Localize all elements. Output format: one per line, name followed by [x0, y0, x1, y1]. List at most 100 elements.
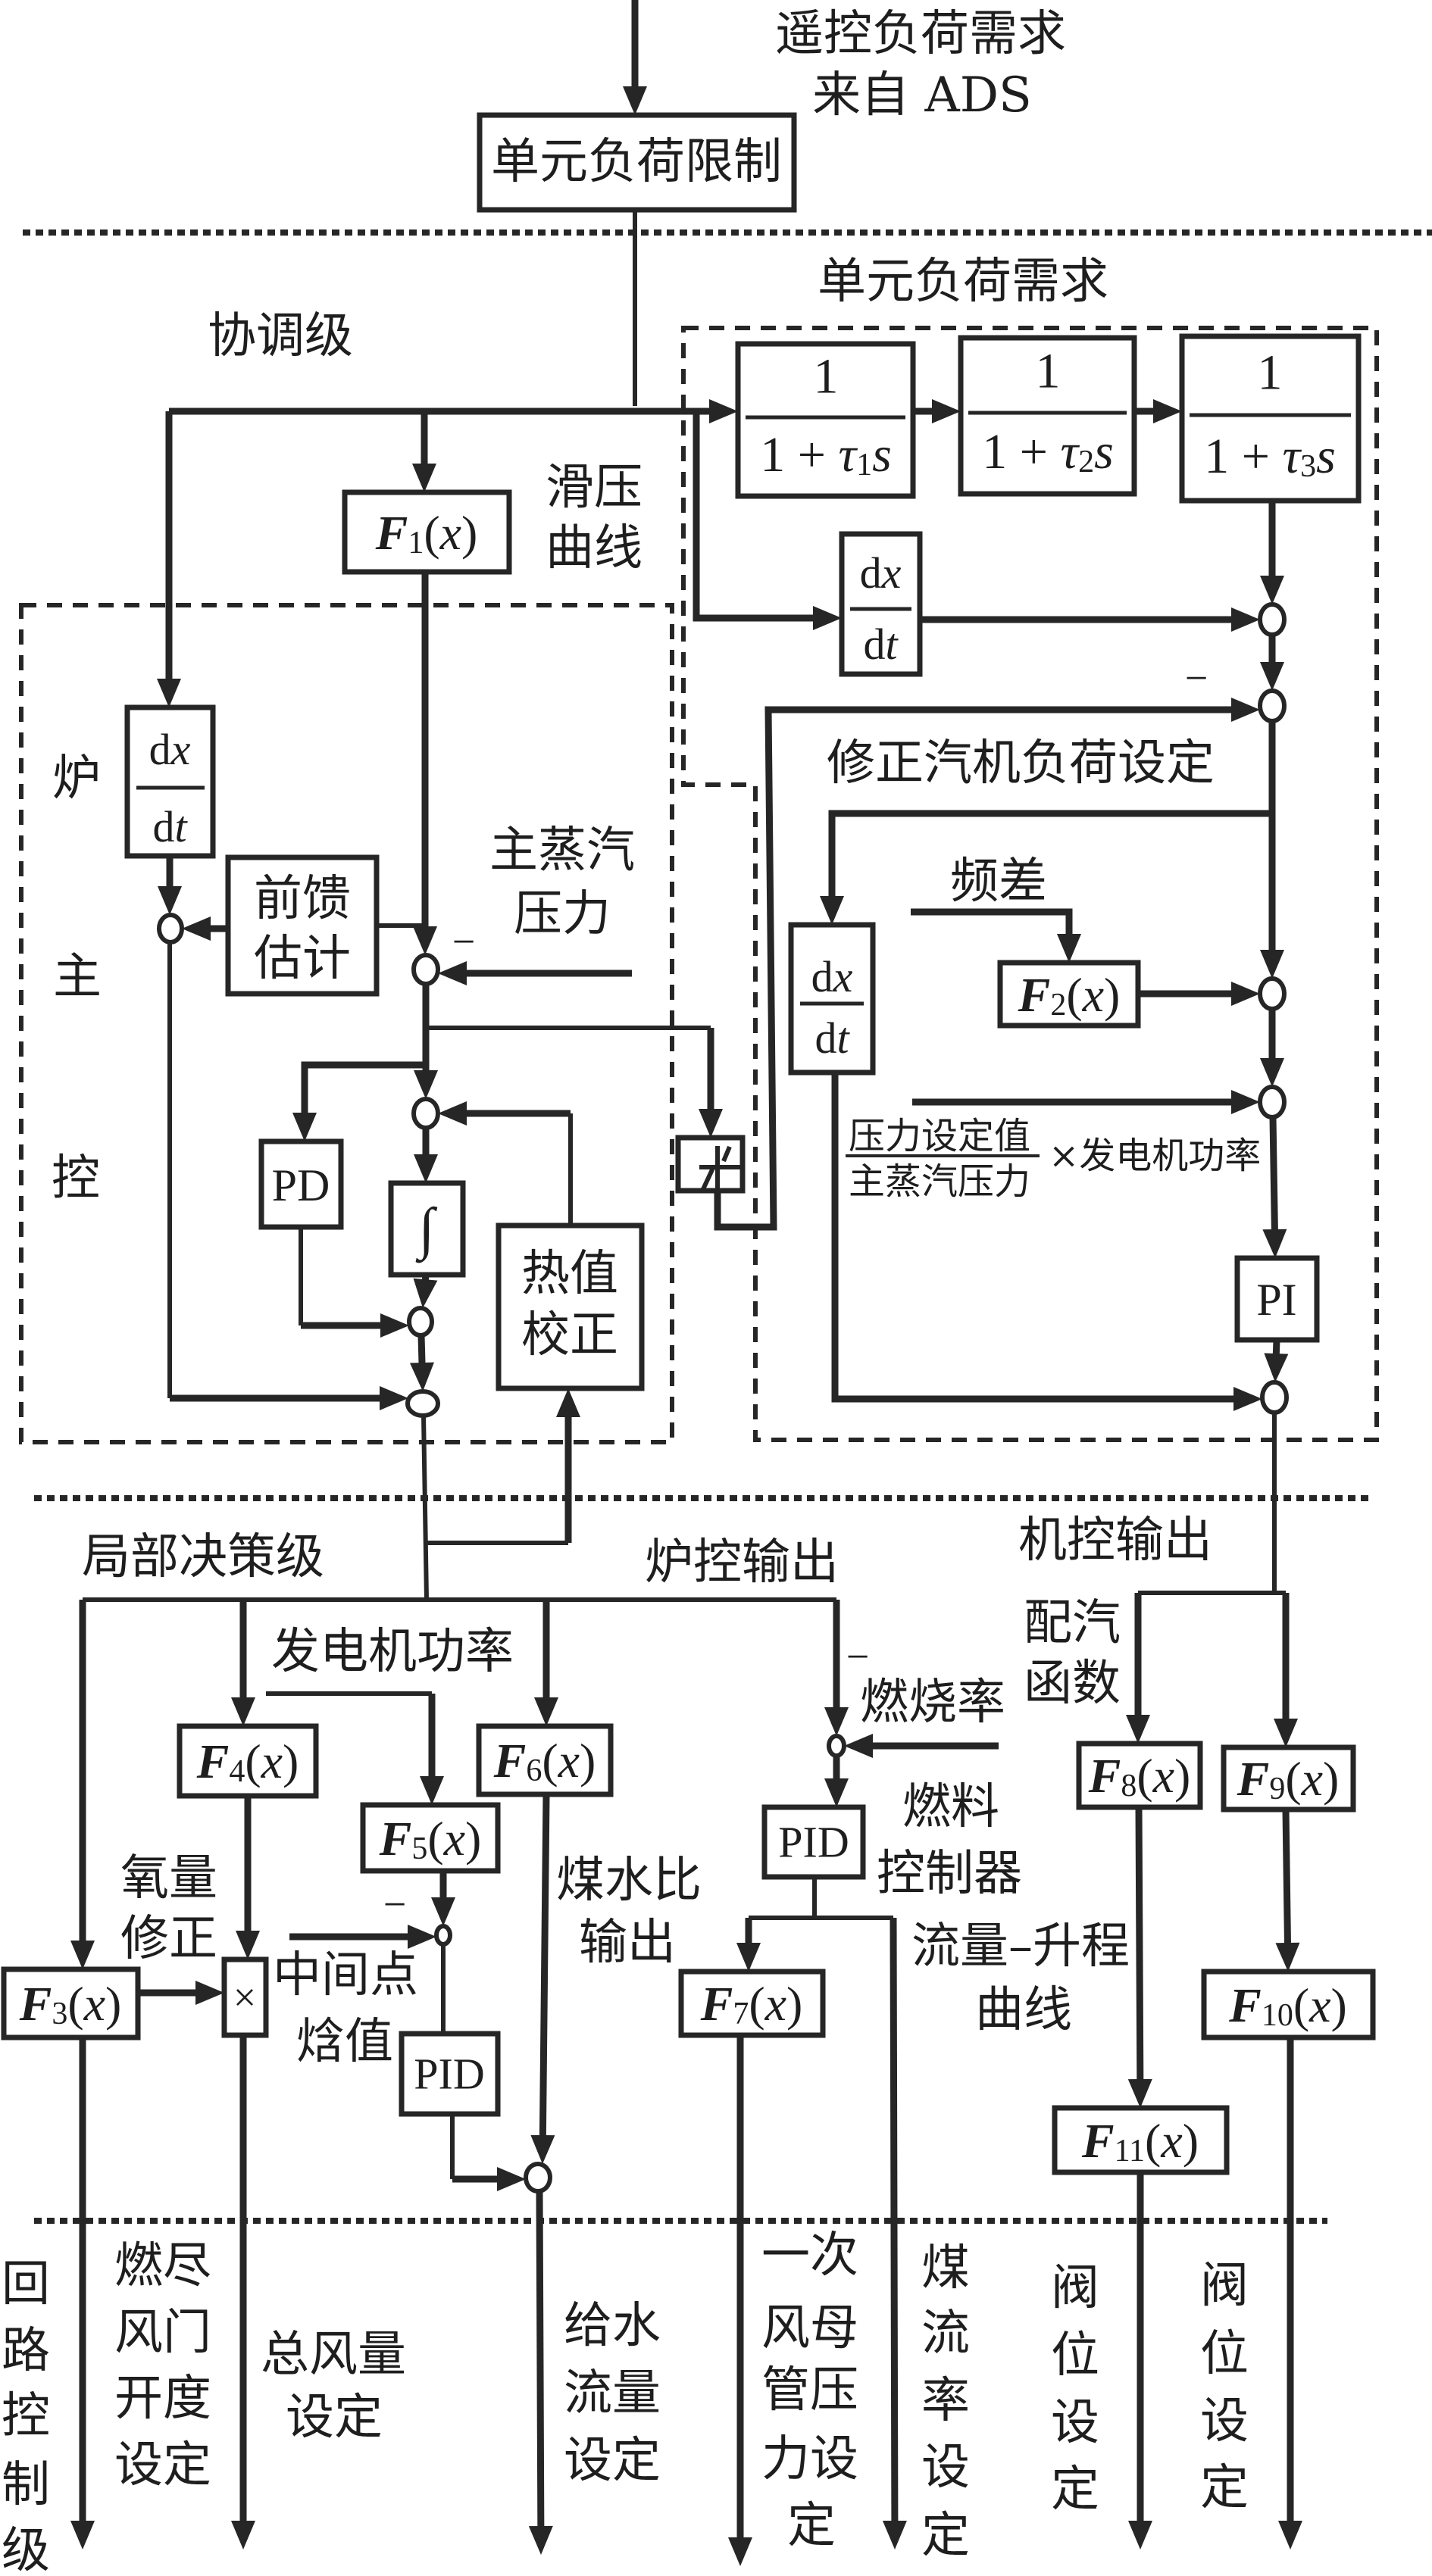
paren: ): [1104, 968, 1120, 1022]
fn-arg: x: [261, 1735, 283, 1788]
arrowhead: [1231, 1090, 1260, 1114]
tau-index: 3: [1300, 449, 1316, 484]
boiler-master-title-char: 控: [52, 1151, 100, 1207]
firing-rate-label: 燃烧率: [860, 1675, 1005, 1731]
boiler-master-title-char: 炉: [52, 751, 101, 807]
paren: (: [1145, 2114, 1161, 2168]
f5-block: [360, 1802, 501, 1874]
output-overfire-air-damper-label: 开度: [114, 2371, 211, 2427]
f5-label: F5(x): [379, 1812, 482, 1867]
paren: ): [461, 506, 477, 560]
arrowhead: [420, 1776, 444, 1805]
arrowhead: [431, 1897, 455, 1926]
var: t: [174, 802, 188, 851]
lag-block-1: [735, 341, 916, 499]
f3-block: [1, 1966, 141, 2041]
loop-control-level-label: 回: [2, 2256, 50, 2312]
summing-junction: [524, 2162, 552, 2194]
f2-label: F2(x): [1018, 968, 1121, 1023]
deadband-icon-slope: [721, 1145, 732, 1163]
arrowhead: [1126, 1715, 1150, 1744]
pressure-correction-arrow: [714, 706, 1245, 1231]
output-primary-air-pressure-label: 力设: [761, 2431, 858, 2487]
fuel-controller-label: 控制器: [877, 1846, 1022, 1902]
arrowhead: [820, 896, 844, 925]
fn-symbol: F: [1018, 968, 1051, 1022]
arrowhead: [157, 679, 181, 707]
f11-label: F11(x): [1081, 2114, 1199, 2169]
flow-lift-curve-label: 曲线: [975, 1982, 1072, 2038]
output-total-air-label: 设定: [286, 2390, 383, 2446]
arrowhead: [1264, 1353, 1289, 1382]
arrowhead: [1153, 399, 1182, 423]
paren: (: [1066, 968, 1082, 1022]
fn-arg: x: [558, 1734, 580, 1788]
f11-block: [1052, 2105, 1230, 2175]
loop-control-level-label: 路: [2, 2323, 50, 2379]
unit-load-limit-block: [477, 112, 797, 213]
paren: ): [105, 1977, 121, 2031]
output-coal-flow-label: 设: [921, 2440, 970, 2496]
output-overfire-air-damper-label: 燃尽: [114, 2238, 211, 2294]
f10-input-arrow: [1282, 1809, 1292, 1957]
arrowhead: [824, 1707, 849, 1736]
pi-label: PI: [1256, 1275, 1296, 1325]
unit-load-demand-label: 单元负荷需求: [818, 254, 1108, 310]
fn-arg: x: [1082, 968, 1104, 1022]
laplace-var: s: [1316, 429, 1336, 484]
main-steam-pressure-ratio-label: 主蒸汽压力: [849, 1160, 1030, 1203]
var: x: [881, 548, 902, 598]
paren: (: [424, 506, 439, 560]
corrected-turbine-load-setpoint-label: 修正汽机负荷设定: [827, 735, 1215, 792]
fn-arg: x: [764, 1977, 786, 2031]
oxygen-correction-label: 修正: [120, 1911, 217, 1967]
boiler-control-output-line: [421, 1415, 429, 1600]
f8-label: F8(x): [1088, 1749, 1191, 1804]
fn-index: 5: [411, 1831, 427, 1866]
summing-junction: [411, 1097, 440, 1130]
main-steam-pressure-label: 主蒸汽: [489, 823, 635, 879]
valve-management-function-label: 配汽: [1024, 1595, 1121, 1651]
corrected-load-derivative-denominator: dt: [814, 1013, 850, 1063]
d: d: [152, 802, 174, 851]
arrowhead: [182, 916, 211, 941]
turbine-derivative-denominator: dt: [863, 620, 899, 669]
summing-junction: [405, 1389, 440, 1418]
deadband-icon-slope: [701, 1165, 716, 1191]
pd-block: [258, 1138, 344, 1230]
arrowhead: [882, 2520, 907, 2549]
fn-index: 3: [52, 1997, 67, 2031]
output-overfire-air-damper-label: 设定: [114, 2437, 211, 2493]
laplace-var: s: [1094, 424, 1114, 479]
boiler-master-title-char: 主: [53, 949, 102, 1005]
arrowhead: [438, 1101, 467, 1126]
fn-symbol: F: [196, 1735, 230, 1788]
coordination-level-label: 协调级: [208, 308, 353, 364]
arrowhead: [530, 2134, 555, 2164]
d: d: [860, 548, 882, 598]
arrowhead: [380, 1386, 408, 1410]
fn-arg: x: [1160, 2114, 1182, 2168]
minus-sign: −: [1185, 655, 1208, 701]
output-valve-position-2-label: 位: [1200, 2326, 1249, 2382]
fuel-controller-label: 燃料: [902, 1779, 999, 1835]
fraction-bars: [136, 411, 1351, 1157]
boiler-derivative-block: [124, 704, 216, 859]
arrowhead: [414, 1154, 438, 1183]
multiplier-block: [221, 1956, 269, 2038]
arrowhead: [1231, 698, 1260, 722]
plus-sign: +: [785, 427, 838, 482]
f4-label: F4(x): [196, 1735, 299, 1790]
paren: (: [245, 1735, 261, 1788]
fn-arg: x: [83, 1977, 105, 2031]
output-feedwater-flow-label: 设定: [564, 2433, 661, 2489]
summing-junction: [827, 1734, 846, 1758]
arrowhead: [1231, 982, 1260, 1006]
fn-symbol: F: [1088, 1749, 1121, 1803]
summing-junction: [434, 1924, 452, 1947]
arrowhead: [932, 399, 961, 423]
deadband-block: [675, 1135, 746, 1194]
output-valve-position-1-label: 阀: [1051, 2260, 1099, 2316]
paren: (: [427, 1812, 443, 1866]
